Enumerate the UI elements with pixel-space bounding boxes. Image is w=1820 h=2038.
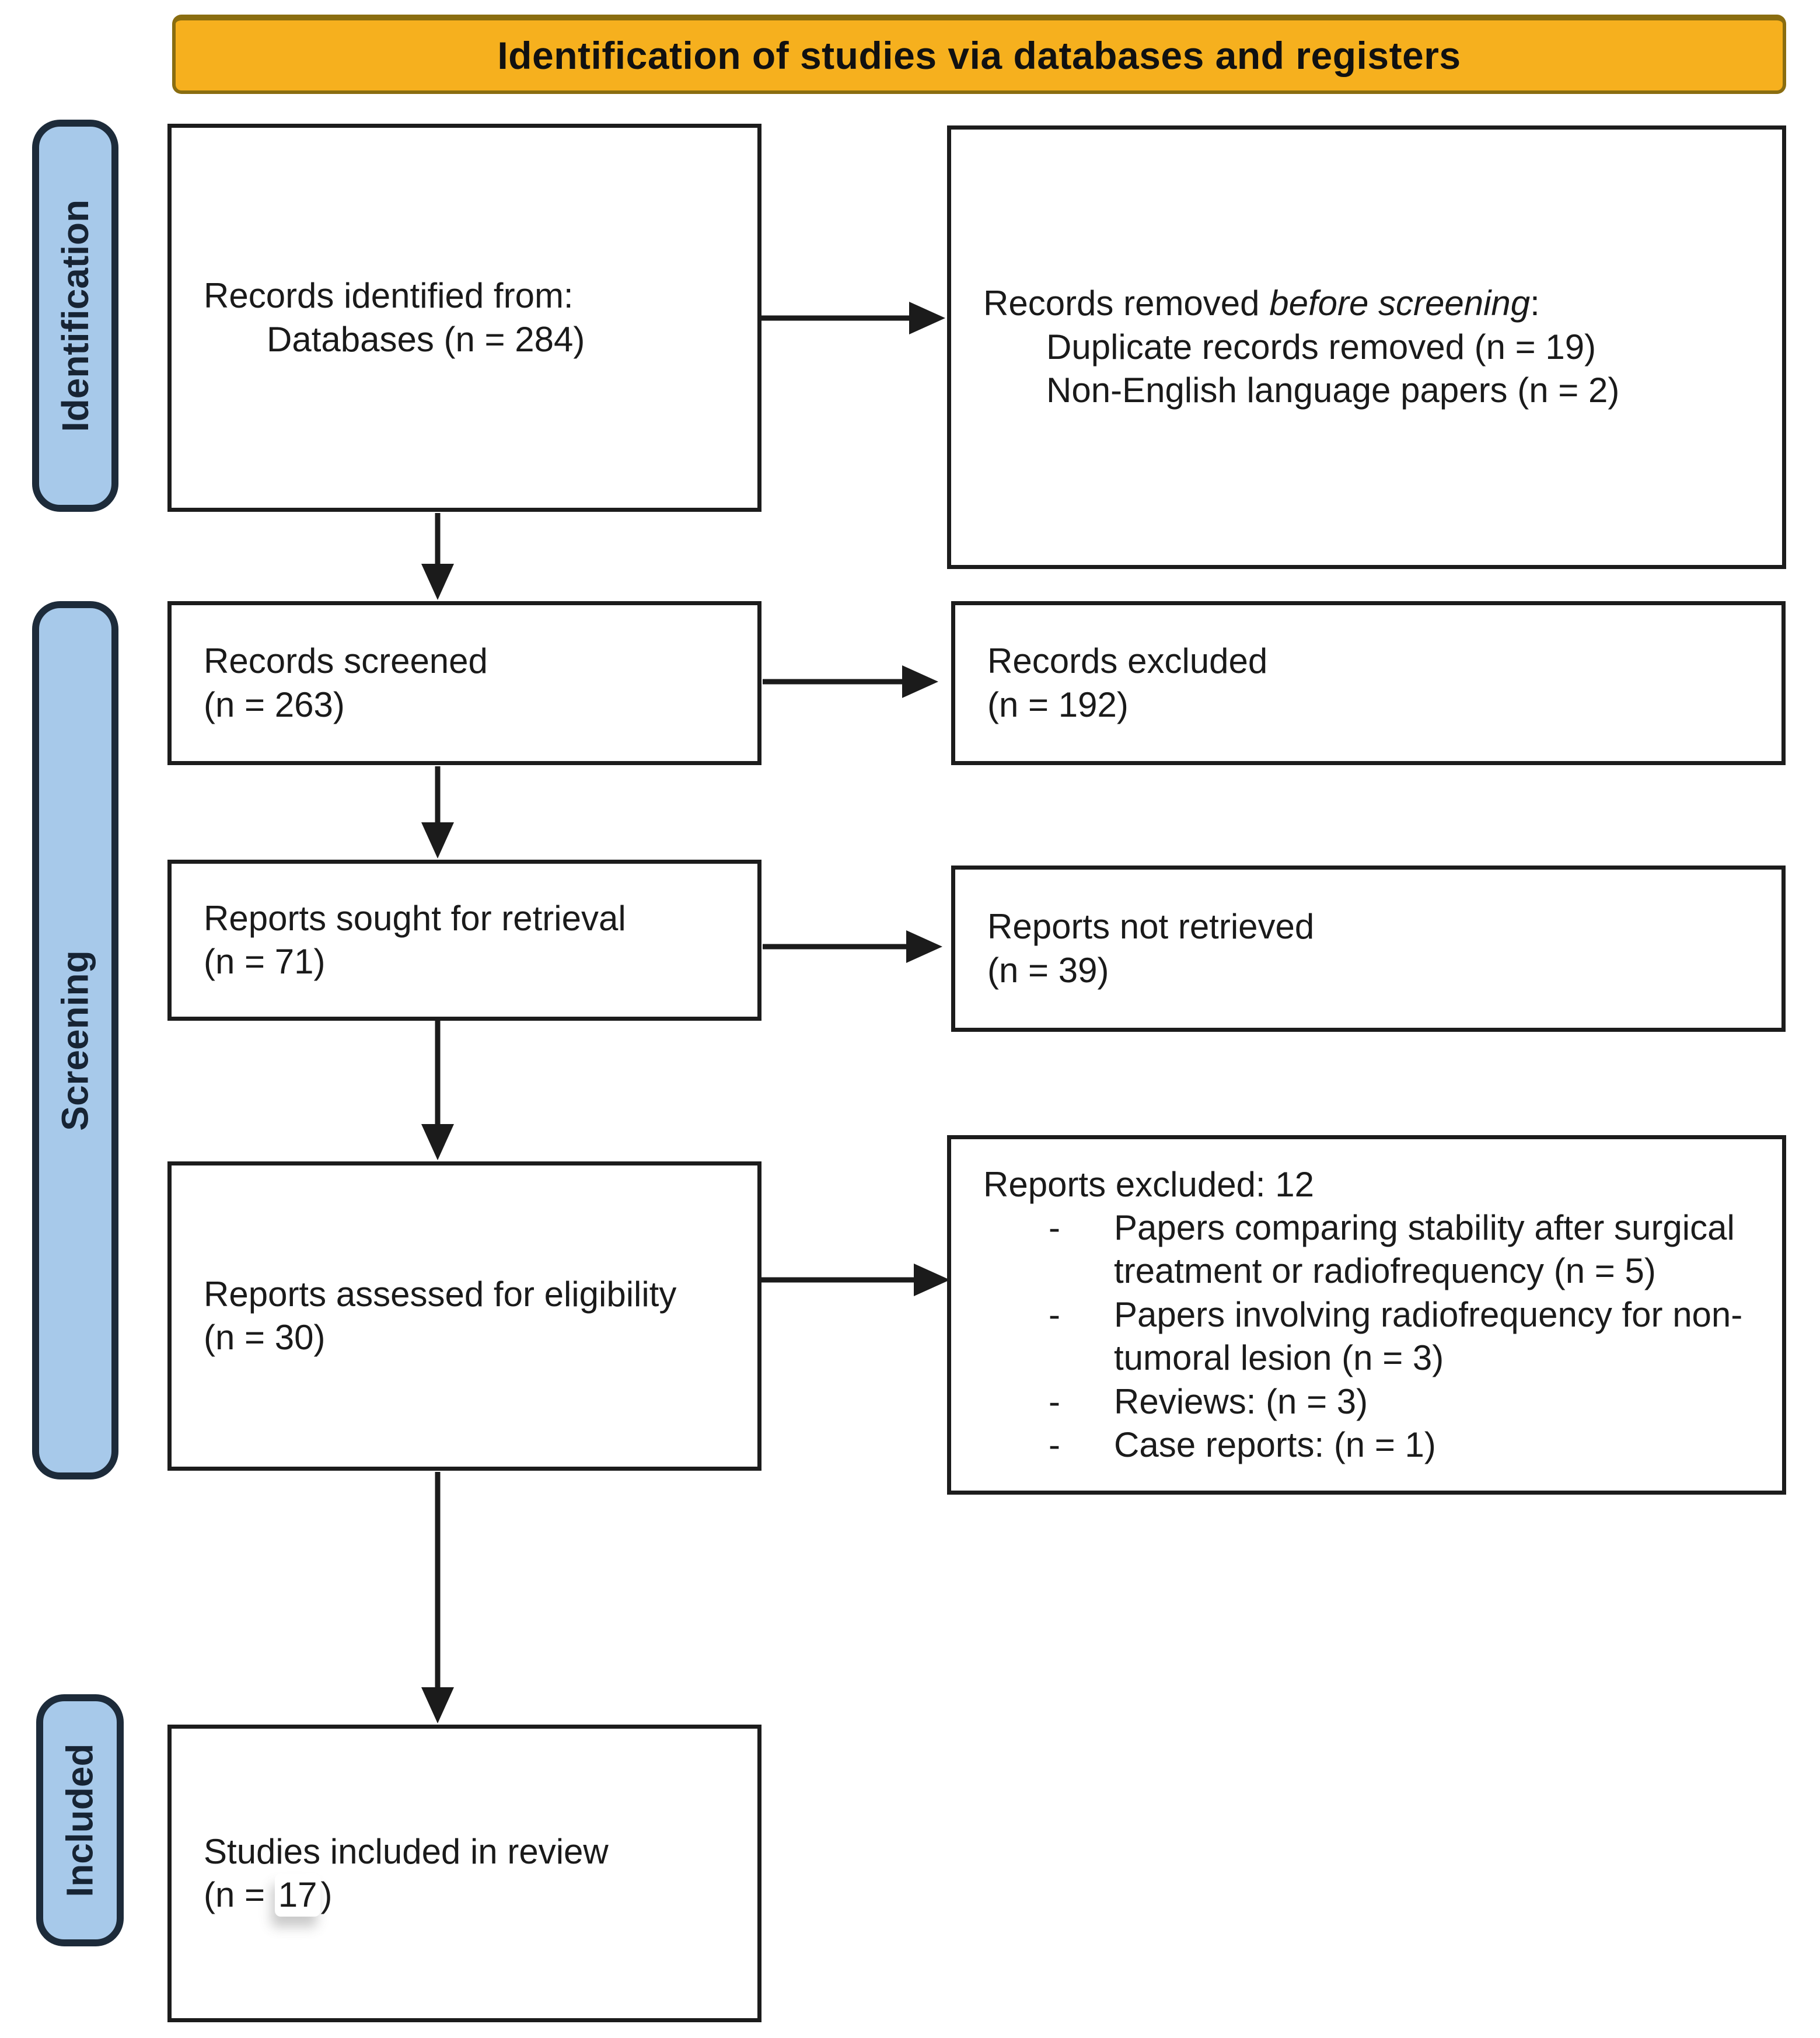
arrow-assessed-to-included — [421, 1472, 454, 1723]
banner: Identification of studies via databases … — [172, 15, 1786, 94]
banner-title: Identification of studies via databases … — [497, 34, 1461, 77]
arrow-screened-to-sought — [421, 766, 454, 859]
box-records-excluded: Records excluded (n = 192) — [951, 601, 1786, 765]
reports-assessed-line2: (n = 30) — [204, 1318, 326, 1357]
bullet-dash: - — [1049, 1294, 1060, 1334]
stage-label-identification-text: Identification — [54, 199, 96, 432]
box-reports-excluded: Reports excluded: 12 - Papers comparing … — [947, 1135, 1786, 1495]
included-count: 17 — [275, 1873, 321, 1917]
stage-label-included: Included — [36, 1694, 124, 1946]
box-reports-sought: Reports sought for retrieval (n = 71) — [167, 860, 761, 1021]
reports-excluded-item: - Papers comparing stability after surgi… — [1049, 1206, 1766, 1293]
reports-assessed-line1: Reports assessed for eligibility — [204, 1274, 677, 1314]
records-removed-item: Non-English language papers (n = 2) — [1046, 371, 1620, 410]
arrow-assessed-to-excluded — [761, 1264, 950, 1296]
box-records-removed: Records removed before screening: Duplic… — [947, 125, 1786, 569]
reports-excluded-list: - Papers comparing stability after surgi… — [1049, 1206, 1766, 1467]
records-identified-line1: Records identified from: — [204, 276, 574, 316]
records-screened-line1: Records screened — [204, 641, 488, 681]
records-excluded-line2: (n = 192) — [987, 685, 1129, 724]
reports-not-retrieved-line1: Reports not retrieved — [987, 907, 1315, 947]
records-removed-title: Records removed before screening: — [983, 282, 1766, 325]
box-studies-included: Studies included in review (n = 17) — [167, 1725, 761, 2022]
box-records-screened: Records screened (n = 263) — [167, 601, 761, 765]
bullet-dash: - — [1049, 1208, 1060, 1248]
records-removed-suffix: : — [1530, 284, 1540, 323]
reports-excluded-item: - Case reports: (n = 1) — [1049, 1423, 1766, 1467]
box-reports-not-retrieved: Reports not retrieved (n = 39) — [951, 866, 1786, 1032]
studies-included-line2: (n = 17) — [204, 1873, 741, 1917]
records-identified-line2: Databases (n = 284) — [267, 319, 585, 359]
bullet-dash: - — [1049, 1381, 1060, 1421]
reports-not-retrieved-line2: (n = 39) — [987, 950, 1109, 990]
records-removed-prefix: Records removed — [983, 284, 1270, 323]
bullet-dash: - — [1049, 1425, 1060, 1464]
box-records-identified: Records identified from: Databases (n = … — [167, 124, 761, 512]
box-reports-assessed: Reports assessed for eligibility (n = 30… — [167, 1161, 761, 1471]
arrow-screened-to-excluded — [763, 665, 938, 698]
studies-included-line1: Studies included in review — [204, 1831, 609, 1871]
reports-excluded-item: - Reviews: (n = 3) — [1049, 1380, 1766, 1423]
records-removed-item: Duplicate records removed (n = 19) — [1046, 327, 1597, 367]
stage-label-screening: Screening — [32, 601, 118, 1479]
records-excluded-line1: Records excluded — [987, 641, 1268, 681]
reports-sought-line1: Reports sought for retrieval — [204, 898, 626, 938]
reports-sought-line2: (n = 71) — [204, 942, 326, 981]
arrow-identified-to-removed — [761, 302, 945, 334]
reports-excluded-title: Reports excluded: 12 — [983, 1164, 1315, 1204]
records-screened-line2: (n = 263) — [204, 685, 345, 724]
stage-label-identification: Identification — [32, 120, 118, 512]
stage-label-screening-text: Screening — [54, 950, 96, 1131]
records-removed-italic: before screening — [1269, 284, 1531, 323]
arrow-sought-to-not-retrieved — [763, 930, 942, 963]
stage-label-included-text: Included — [59, 1743, 101, 1897]
reports-excluded-item: - Papers involving radiofrequency for no… — [1049, 1293, 1766, 1380]
arrow-sought-to-assessed — [421, 1021, 454, 1160]
arrow-identified-to-screened — [421, 513, 454, 600]
